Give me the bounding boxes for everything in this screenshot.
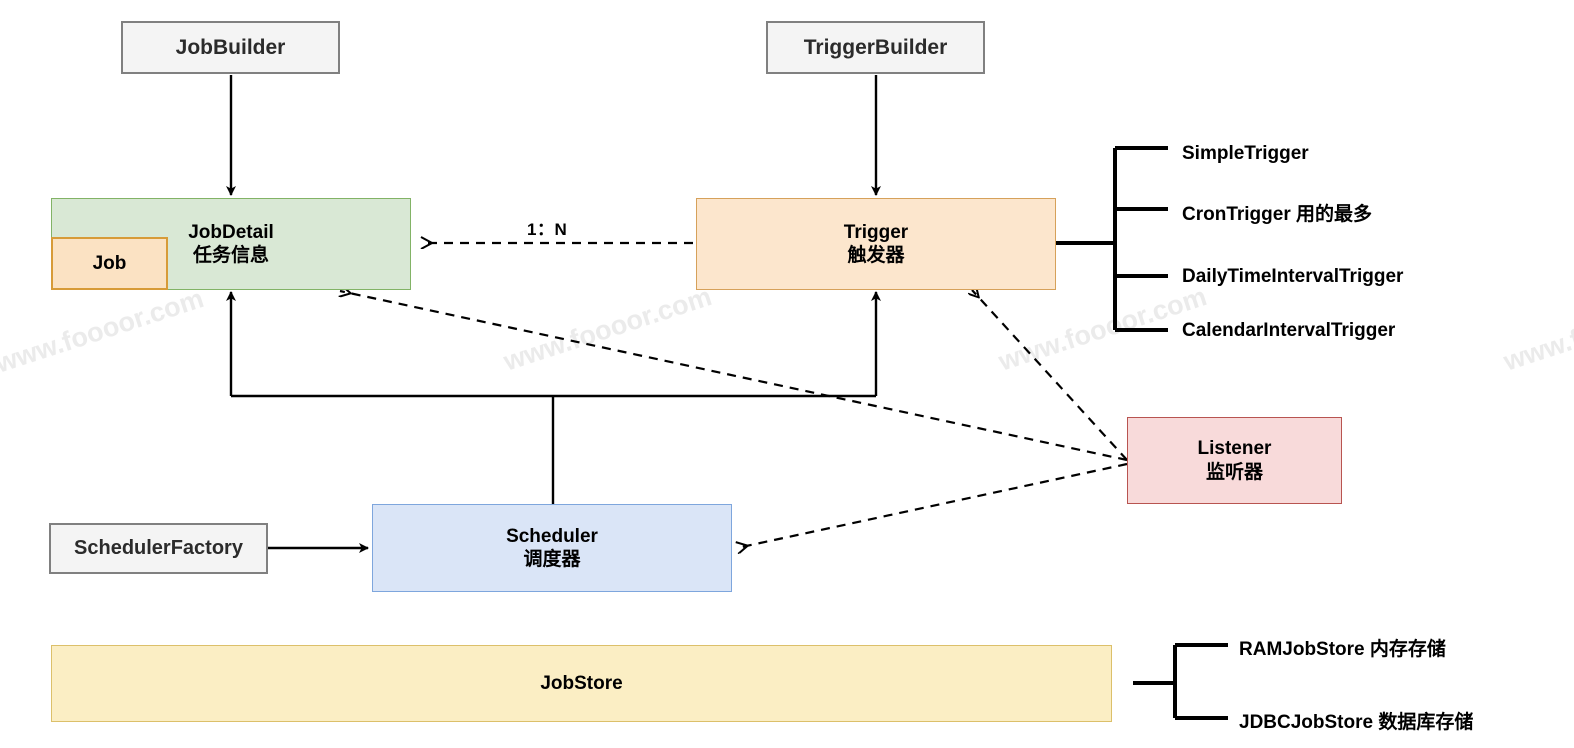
node-trigger-builder-label: TriggerBuilder	[803, 35, 948, 59]
watermark: www.foooor.com	[500, 281, 716, 377]
node-listener-name: Listener	[1197, 438, 1272, 460]
trigger-type-label-0: SimpleTrigger	[1182, 143, 1309, 164]
trigger-type-label-2: DailyTimeIntervalTrigger	[1182, 266, 1404, 287]
node-trigger-subtitle: 触发器	[847, 245, 905, 266]
edge-listener-to-scheduler	[737, 462, 1128, 548]
node-job-detail-subtitle: 任务信息	[192, 245, 269, 266]
node-job-label: Job	[92, 252, 127, 274]
node-scheduler-subtitle: 调度器	[523, 549, 581, 570]
node-scheduler[interactable]: Scheduler 调度器	[372, 504, 732, 592]
node-scheduler-name: Scheduler	[506, 525, 598, 547]
watermark: www.foooor.com	[1500, 281, 1574, 377]
edge-label-trigger-to-jobdetail: 1：N	[527, 220, 568, 239]
node-job-store[interactable]: JobStore	[51, 645, 1112, 722]
job-store-type-label-1: JDBCJobStore 数据库存储	[1239, 712, 1474, 733]
node-trigger[interactable]: Trigger 触发器	[696, 198, 1056, 290]
node-listener-subtitle: 监听器	[1205, 461, 1263, 483]
edge-listener-to-trigger	[972, 290, 1128, 461]
node-listener[interactable]: Listener 监听器	[1127, 417, 1342, 504]
node-job-store-label: JobStore	[540, 672, 623, 694]
node-job-builder[interactable]: JobBuilder	[121, 21, 340, 74]
node-job-detail-name: JobDetail	[188, 221, 274, 243]
node-trigger-name: Trigger	[843, 221, 909, 243]
node-scheduler-factory[interactable]: SchedulerFactory	[49, 523, 268, 574]
trigger-type-label-3: CalendarIntervalTrigger	[1182, 320, 1396, 341]
node-job-builder-label: JobBuilder	[175, 35, 286, 59]
edge-listener-to-jobdetail	[340, 291, 1128, 462]
watermark: www.foooor.com	[0, 283, 208, 379]
trigger-type-label-1: CronTrigger 用的最多	[1182, 204, 1373, 225]
node-scheduler-factory-label: SchedulerFactory	[74, 537, 243, 560]
node-job[interactable]: Job	[51, 237, 168, 290]
job-store-type-label-0: RAMJobStore 内存存储	[1239, 639, 1446, 660]
watermark: www.foooor.com	[995, 281, 1211, 377]
node-trigger-builder[interactable]: TriggerBuilder	[766, 21, 985, 74]
